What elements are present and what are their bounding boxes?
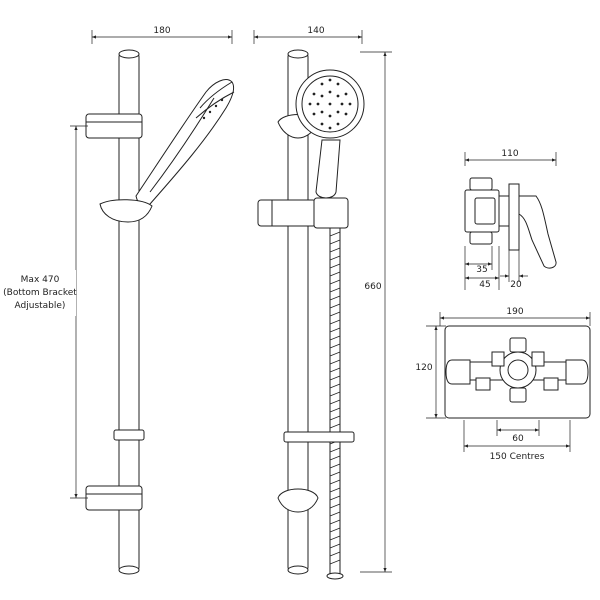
label-bracket-line1: Max 470 (21, 275, 60, 285)
label-bracket-line2: (Bottom Bracket (3, 288, 77, 298)
slider-holder-front (257, 197, 349, 229)
side-view: 180 (3, 26, 235, 575)
label-bracket-line3: Adjustable) (15, 301, 66, 311)
dim-valve-side-width: 110 (464, 149, 557, 166)
riser-rail-side (118, 49, 140, 575)
handset-front (295, 69, 365, 199)
valve-side-view: 110 35 45 20 (464, 149, 557, 290)
label-valve-depth-b: 45 (479, 280, 490, 290)
label-valve-front-width: 190 (506, 307, 523, 317)
label-front-width: 140 (307, 26, 324, 36)
top-bracket-side (85, 113, 143, 139)
label-overall-height: 660 (364, 282, 381, 292)
dim-bracket-range: Max 470 (Bottom Bracket Adjustable) (3, 125, 88, 499)
label-valve-depth-a: 35 (476, 265, 487, 275)
spray-nozzles (308, 78, 352, 130)
label-valve-depth-c: 20 (510, 280, 522, 290)
dim-valve-front-width: 190 (439, 307, 591, 326)
valve-front-view: 190 120 60 150 Centre (415, 307, 591, 462)
mid-clip-side (113, 429, 145, 441)
bottom-holder-front (277, 488, 319, 513)
shower-hose (326, 228, 344, 580)
label-valve-center-spacing: 60 (512, 434, 524, 444)
front-view: 140 (253, 26, 392, 580)
dim-overall-height: 660 (360, 51, 392, 573)
handset-side (135, 79, 235, 207)
label-valve-front-height: 120 (415, 363, 432, 373)
dim-valve-front-height: 120 (415, 325, 446, 419)
dim-side-width: 180 (91, 26, 233, 44)
mid-clip-front (283, 431, 355, 443)
label-side-width: 180 (153, 26, 170, 36)
label-valve-side-width: 110 (501, 149, 518, 159)
slider-holder-side (99, 199, 153, 223)
bottom-bracket-side (85, 485, 143, 511)
label-valve-centres: 150 Centres (490, 452, 545, 462)
dim-front-width: 140 (253, 26, 363, 44)
